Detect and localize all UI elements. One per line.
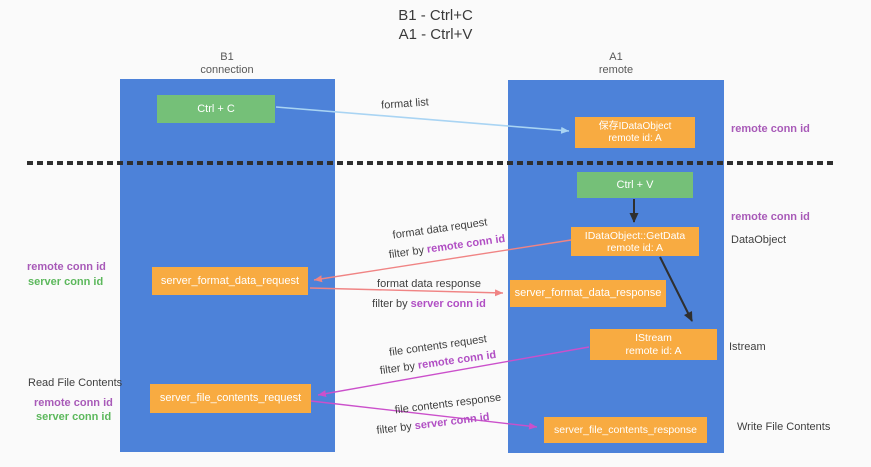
server-file-contents-response-label: server_file_contents_response	[553, 423, 697, 436]
server-conn-id-key: server conn id	[410, 298, 486, 310]
left-remote-conn-id-bottom: remote conn id	[34, 397, 113, 409]
left-lane-name: B1	[220, 51, 234, 63]
left-remote-conn-id-top: remote conn id	[27, 261, 106, 273]
right-lane-header: A1 remote	[556, 51, 676, 77]
filter-by-text: filter by	[375, 420, 413, 437]
server-format-data-request-label: server_format_data_request	[160, 274, 300, 287]
title-line-1: B1 - Ctrl+C	[398, 7, 473, 24]
ctrl-c-label: Ctrl + C	[197, 102, 235, 115]
format-list-label: format list	[380, 96, 430, 112]
right-remote-conn-id-top: remote conn id	[731, 123, 810, 135]
ctrl-c-node: Ctrl + C	[157, 95, 275, 123]
right-write-file-contents-label: Write File Contents	[737, 421, 831, 433]
diagram-title: B1 - Ctrl+C A1 - Ctrl+V	[0, 6, 871, 44]
left-server-conn-id-top: server conn id	[28, 276, 104, 288]
server-file-contents-request-node: server_file_contents_request	[150, 384, 311, 413]
server-file-contents-request-label: server_file_contents_request	[159, 392, 302, 404]
session-divider-line	[27, 161, 833, 165]
save-idataobject-node: 保存IDataObject remote id: A	[575, 117, 695, 148]
istream-line2: remote id: A	[625, 344, 682, 357]
server-format-data-response-node: server_format_data_response	[510, 280, 666, 307]
format-data-response-label: format data response	[377, 278, 481, 290]
save-idataobject-line2: remote id: A	[608, 132, 662, 144]
ctrl-v-label: Ctrl + V	[616, 178, 654, 191]
istream-line1: IStream	[635, 331, 672, 344]
filter-by-text: filter by	[372, 298, 408, 310]
right-remote-conn-id-mid: remote conn id	[731, 211, 810, 223]
right-lane-name: A1	[609, 51, 623, 63]
filter-by-text: filter by	[388, 244, 425, 262]
server-conn-id-key: server conn id	[414, 411, 491, 433]
server-format-data-response-label: server_format_data_response	[514, 287, 662, 299]
remote-conn-id-key: remote conn id	[426, 232, 506, 256]
server-format-data-request-node: server_format_data_request	[152, 267, 308, 295]
server-file-contents-response-node: server_file_contents_response	[544, 417, 707, 443]
idataobject-getdata-node: IDataObject::GetData remote id: A	[571, 227, 699, 256]
getdata-line1: IDataObject::GetData	[584, 229, 686, 242]
right-istream-label: Istream	[729, 341, 766, 353]
right-dataobject-label: DataObject	[731, 234, 787, 246]
right-lane-role: remote	[598, 64, 634, 76]
title-line-2: A1 - Ctrl+V	[398, 26, 473, 43]
filter-by-text: filter by	[379, 360, 416, 378]
left-lane-header: B1 connection	[167, 51, 287, 77]
left-read-file-contents-label: Read File Contents	[28, 377, 123, 389]
istream-node: IStream remote id: A	[590, 329, 717, 360]
save-idataobject-line1: 保存IDataObject	[598, 120, 672, 132]
left-lane-role: connection	[200, 64, 254, 76]
ctrl-v-node: Ctrl + V	[577, 172, 693, 198]
getdata-line2: remote id: A	[606, 241, 664, 254]
left-server-conn-id-bottom: server conn id	[36, 411, 112, 423]
